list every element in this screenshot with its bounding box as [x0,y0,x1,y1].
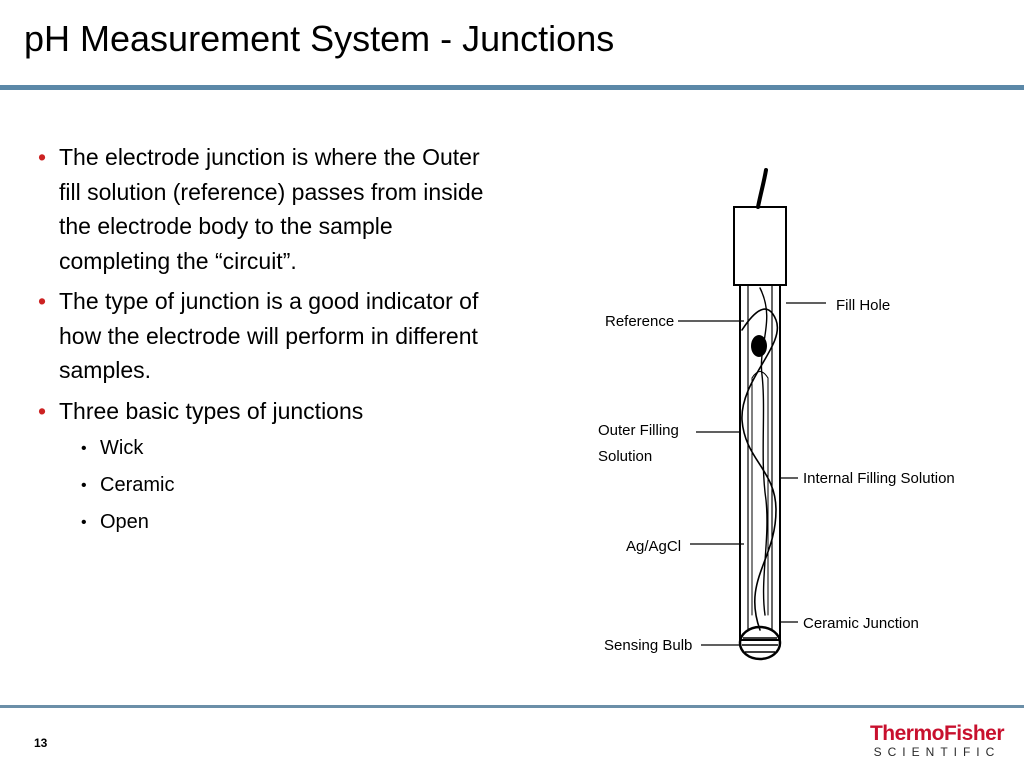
logo-subtitle: SCIENTIFIC [873,745,1001,759]
label-ceramic-junction: Ceramic Junction [803,615,919,632]
label-fill-hole: Fill Hole [836,297,890,314]
agagcl-wire [759,287,768,616]
sub-bullet-item: Open [77,504,486,541]
sub-bullet-item: Ceramic [77,467,486,504]
reference-wire [741,308,779,631]
footer-divider [0,705,1024,708]
company-logo: ThermoFisher SCIENTIFIC [869,722,1005,759]
label-outer-filling-solution: Solution [598,448,652,465]
label-internal-filling: Internal Filling Solution [803,470,955,487]
page-number: 13 [34,736,48,750]
bullet-list: The electrode junction is where the Oute… [36,140,486,547]
bullet-text: Three basic types of junctions [59,397,364,424]
logo-wordmark: ThermoFisher [869,722,1005,745]
leader-lines [678,302,826,646]
slide-title: pH Measurement System - Junctions [24,18,615,59]
sub-bullet-list: Wick Ceramic Open [77,430,486,541]
electrode-cable [756,168,768,209]
bullet-item: The type of junction is a good indicator… [36,284,486,388]
label-outer-filling: Outer Filling [598,422,679,439]
label-sensing-bulb: Sensing Bulb [604,637,692,654]
label-reference: Reference [605,313,674,330]
bullet-item: The electrode junction is where the Oute… [36,140,486,278]
sub-bullet-item: Wick [77,430,486,467]
reference-element [751,335,767,357]
electrode-cap [733,206,787,286]
bullet-item: Three basic types of junctions Wick Cera… [36,394,486,542]
sensing-bulb [738,625,782,661]
label-ag-agcl: Ag/AgCl [626,538,681,555]
electrode-diagram: Reference Outer Filling Solution Ag/AgCl… [598,168,955,661]
electrode-body [739,284,781,641]
title-divider [0,85,1024,90]
